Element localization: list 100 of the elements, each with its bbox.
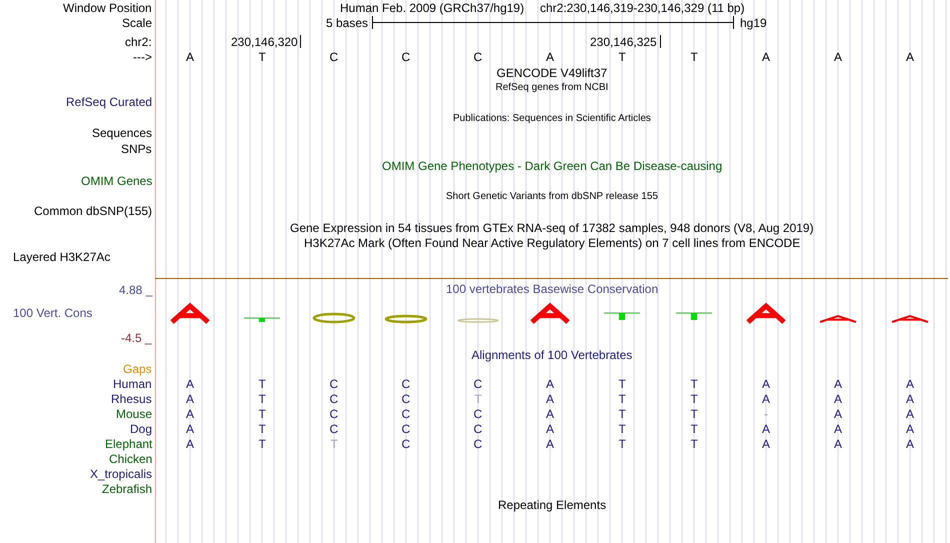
track-label: SNPs bbox=[121, 142, 152, 156]
scale-label: 5 bases bbox=[326, 16, 368, 30]
species-label: Dog bbox=[130, 422, 152, 436]
aligned-base-letter: T bbox=[618, 407, 626, 421]
aligned-base-letter: T bbox=[258, 422, 266, 436]
aligned-base-letter: A bbox=[546, 422, 554, 436]
aligned-base-letter: C bbox=[330, 377, 338, 391]
aligned-base-letter: A bbox=[546, 437, 554, 451]
aligned-base-letter: C bbox=[402, 377, 410, 391]
aligned-base-letter: T bbox=[258, 437, 266, 451]
aligned-base-letter: C bbox=[402, 437, 410, 451]
aligned-base-letter: C bbox=[330, 392, 338, 406]
aligned-base-letter: T bbox=[618, 422, 626, 436]
aligned-base-letter: A bbox=[906, 392, 914, 406]
aligned-base-letter: T bbox=[258, 377, 266, 391]
aligned-base-letter: A bbox=[186, 377, 194, 391]
aligned-base-letter: T bbox=[690, 437, 698, 451]
coordinate-label: 230,146,325 bbox=[590, 35, 657, 49]
track-label: RefSeq Curated bbox=[66, 95, 152, 109]
aligned-base-letter: T bbox=[690, 377, 698, 391]
base-letter: C bbox=[330, 50, 338, 64]
base-letter: A bbox=[834, 50, 842, 64]
strand-arrow-label: ---> bbox=[133, 50, 152, 64]
track-title: Gene Expression in 54 tissues from GTEx RNA-seq of 17382 samples, 948 donors (V8, Aug 2019) bbox=[290, 221, 814, 235]
aligned-base-letter: T bbox=[474, 392, 482, 406]
base-letter: C bbox=[474, 50, 482, 64]
track-title: 100 vertebrates Basewise Conservation bbox=[446, 282, 658, 296]
aligned-base-letter: A bbox=[186, 392, 194, 406]
aligned-base-letter: A bbox=[762, 437, 770, 451]
aligned-base-letter: A bbox=[834, 422, 842, 436]
track-title: OMIM Gene Phenotypes - Dark Green Can Be Disease-causing bbox=[382, 159, 722, 173]
track-label: OMIM Genes bbox=[81, 174, 152, 188]
aligned-base-letter: A bbox=[186, 407, 194, 421]
track-label: Sequences bbox=[92, 126, 152, 140]
track-title: GENCODE V49lift37 bbox=[496, 66, 608, 80]
species-label: Human bbox=[113, 377, 152, 391]
aligned-base-letter: T bbox=[330, 437, 338, 451]
species-label: Rhesus bbox=[111, 392, 152, 406]
track-label: Window Position bbox=[63, 1, 152, 15]
aligned-base-letter: A bbox=[834, 377, 842, 391]
aligned-base-letter: T bbox=[690, 392, 698, 406]
track-label: Layered H3K27Ac bbox=[13, 250, 110, 264]
aligned-base-letter: T bbox=[258, 407, 266, 421]
base-letter: C bbox=[402, 50, 410, 64]
aligned-base-letter: A bbox=[546, 392, 554, 406]
position-range-label: chr2:230,146,319-230,146,329 (11 bp) bbox=[540, 1, 745, 15]
aligned-base-letter: C bbox=[474, 377, 482, 391]
aligned-base-letter: T bbox=[618, 437, 626, 451]
aligned-base-letter: - bbox=[764, 407, 768, 421]
species-label: Zebrafish bbox=[102, 482, 152, 496]
aligned-base-letter: A bbox=[834, 407, 842, 421]
aligned-base-letter: C bbox=[402, 407, 410, 421]
aligned-base-letter: A bbox=[546, 407, 554, 421]
base-letter: T bbox=[618, 50, 626, 64]
base-letter: A bbox=[906, 50, 914, 64]
aligned-base-letter: C bbox=[474, 437, 482, 451]
aligned-base-letter: A bbox=[906, 377, 914, 391]
aligned-base-letter: C bbox=[474, 407, 482, 421]
aligned-base-letter: C bbox=[330, 422, 338, 436]
species-label: X_tropicalis bbox=[90, 467, 152, 481]
axis-min-label: -4.5 _ bbox=[121, 331, 152, 345]
aligned-base-letter: T bbox=[258, 392, 266, 406]
base-letter: A bbox=[762, 50, 770, 64]
aligned-base-letter: A bbox=[762, 392, 770, 406]
aligned-base-letter: A bbox=[906, 407, 914, 421]
aligned-base-letter: A bbox=[906, 437, 914, 451]
aligned-base-letter: C bbox=[402, 392, 410, 406]
aligned-base-letter: A bbox=[834, 437, 842, 451]
aligned-base-letter: C bbox=[330, 407, 338, 421]
track-title: RefSeq genes from NCBI bbox=[496, 81, 608, 95]
track-title: Publications: Sequences in Scientific Articles bbox=[453, 112, 651, 126]
coordinate-label: 230,146,320 bbox=[231, 35, 298, 49]
base-letter: T bbox=[690, 50, 698, 64]
track-label: chr2: bbox=[125, 35, 152, 49]
assembly-label: Human Feb. 2009 (GRCh37/hg19) bbox=[340, 1, 524, 15]
aligned-base-letter: A bbox=[546, 377, 554, 391]
species-label: Chicken bbox=[109, 452, 152, 466]
aligned-base-letter: C bbox=[474, 422, 482, 436]
aligned-base-letter: A bbox=[834, 392, 842, 406]
base-letter: A bbox=[546, 50, 554, 64]
track-label: 100 Vert. Cons bbox=[13, 306, 92, 320]
track-label: Gaps bbox=[123, 362, 152, 376]
track-title: H3K27Ac Mark (Often Found Near Active Regulatory Elements) on 7 cell lines from ENCODE bbox=[304, 236, 800, 250]
aligned-base-letter: A bbox=[762, 377, 770, 391]
aligned-base-letter: C bbox=[402, 422, 410, 436]
track-title: Alignments of 100 Vertebrates bbox=[472, 348, 632, 362]
aligned-base-letter: A bbox=[762, 422, 770, 436]
aligned-base-letter: A bbox=[906, 422, 914, 436]
aligned-base-letter: A bbox=[186, 437, 194, 451]
aligned-base-letter: T bbox=[618, 392, 626, 406]
aligned-base-letter: T bbox=[690, 407, 698, 421]
axis-max-label: 4.88 _ bbox=[119, 283, 152, 297]
species-label: Elephant bbox=[105, 437, 152, 451]
track-label: Scale bbox=[122, 16, 152, 30]
assembly-label: hg19 bbox=[740, 16, 767, 30]
track-title: Repeating Elements bbox=[498, 498, 606, 512]
track-label: Common dbSNP(155) bbox=[34, 204, 152, 218]
aligned-base-letter: T bbox=[690, 422, 698, 436]
aligned-base-letter: T bbox=[618, 377, 626, 391]
species-label: Mouse bbox=[116, 407, 152, 421]
